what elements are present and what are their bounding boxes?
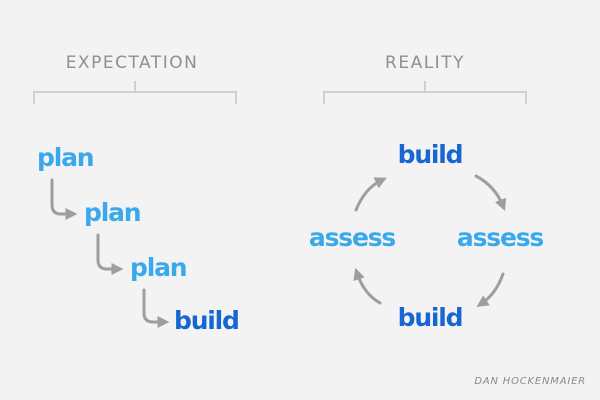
- reality-assess-right: assess: [457, 223, 543, 252]
- step-arrow-3: [142, 288, 170, 328]
- step-arrow-1: [50, 178, 78, 220]
- expectation-step-plan-3: plan: [130, 253, 186, 282]
- cycle-arrow-top-right: [474, 174, 507, 212]
- reality-header: REALITY: [385, 53, 465, 73]
- reality-bracket: [323, 81, 527, 104]
- cycle-arrow-bottom-left: [353, 267, 382, 305]
- reality-build-top: build: [398, 140, 463, 169]
- expectation-bracket: [33, 81, 237, 104]
- step-arrow-2: [96, 233, 124, 275]
- credit: DAN HOCKENMAIER: [474, 376, 586, 387]
- cycle-arrow-bottom-right: [476, 272, 505, 307]
- expectation-header: EXPECTATION: [66, 53, 199, 73]
- expectation-step-plan-1: plan: [37, 143, 93, 172]
- reality-build-bottom: build: [398, 303, 463, 332]
- cycle-arrow-top-left: [354, 177, 387, 212]
- expectation-step-plan-2: plan: [84, 198, 140, 227]
- reality-assess-left: assess: [309, 223, 395, 252]
- expectation-step-build: build: [174, 306, 239, 335]
